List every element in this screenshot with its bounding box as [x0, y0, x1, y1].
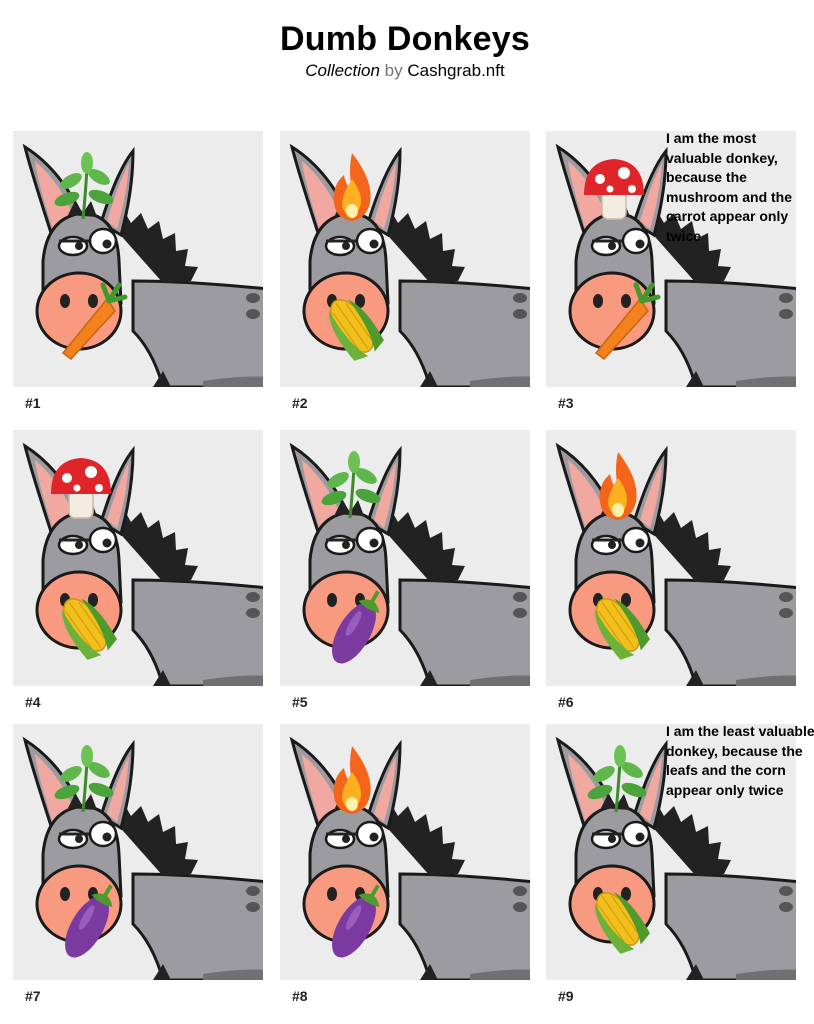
- leaf-icon: [321, 451, 381, 519]
- corn-icon: [594, 892, 650, 954]
- donkey-body: [641, 508, 796, 686]
- donkey-card-2[interactable]: [280, 131, 530, 387]
- donkey-body: [641, 209, 796, 387]
- fire-icon: [599, 452, 637, 520]
- carrot-icon: [594, 282, 661, 361]
- carrot-icon: [61, 282, 128, 361]
- donkey-body: [375, 508, 530, 686]
- fire-icon: [333, 153, 371, 221]
- donkey-body: [108, 508, 263, 686]
- right-eye: [621, 526, 651, 554]
- donkey-label: #3: [558, 395, 574, 411]
- donkey-card-4[interactable]: [13, 430, 263, 686]
- donkey-illustration: [22, 143, 263, 387]
- corn-icon: [61, 598, 117, 660]
- donkey-illustration: [22, 736, 263, 980]
- donkey-illustration: [289, 736, 530, 980]
- mushroom-icon: [51, 458, 111, 519]
- by-word: by: [384, 61, 403, 80]
- donkey-card-7[interactable]: [13, 724, 263, 980]
- donkey-body: [108, 209, 263, 387]
- donkey-card-3[interactable]: [546, 131, 796, 387]
- donkey-body: [641, 802, 796, 980]
- right-eye: [88, 227, 118, 255]
- creator-name: Cashgrab.nft: [407, 61, 505, 80]
- donkey-card-1[interactable]: [13, 131, 263, 387]
- donkey-illustration: [289, 143, 530, 387]
- donkey-body: [375, 209, 530, 387]
- right-eye: [355, 820, 385, 848]
- leaf-icon: [587, 745, 647, 813]
- right-eye: [88, 526, 118, 554]
- donkey-illustration: [289, 442, 530, 686]
- fire-icon: [333, 746, 371, 814]
- donkey-label: #7: [25, 988, 41, 1004]
- mushroom-icon: [584, 159, 644, 220]
- donkey-label: #6: [558, 694, 574, 710]
- collection-subtitle: Collection by Cashgrab.nft: [0, 61, 810, 81]
- leaf-icon: [54, 745, 114, 813]
- eggplant-icon: [65, 884, 113, 958]
- right-eye: [621, 820, 651, 848]
- donkey-label: #4: [25, 694, 41, 710]
- donkey-label: #9: [558, 988, 574, 1004]
- donkey-label: #8: [292, 988, 308, 1004]
- donkey-illustration: [555, 143, 796, 387]
- donkey-card-8[interactable]: [280, 724, 530, 980]
- collection-title: Dumb Donkeys: [280, 20, 530, 58]
- collection-word: Collection: [305, 61, 380, 80]
- donkey-label: #2: [292, 395, 308, 411]
- donkey-note: I am the most valuable donkey, because t…: [666, 130, 793, 244]
- eggplant-icon: [332, 590, 380, 664]
- donkey-card-6[interactable]: [546, 430, 796, 686]
- corn-icon: [594, 598, 650, 660]
- donkey-note: I am the least valuable donkey, because …: [666, 723, 814, 798]
- corn-icon: [328, 299, 384, 361]
- leaf-icon: [54, 152, 114, 220]
- eggplant-icon: [332, 884, 380, 958]
- donkey-label: #5: [292, 694, 308, 710]
- right-eye: [355, 526, 385, 554]
- right-eye: [355, 227, 385, 255]
- right-eye: [88, 820, 118, 848]
- donkey-illustration: [555, 442, 796, 686]
- donkey-body: [375, 802, 530, 980]
- donkey-illustration: [555, 736, 796, 980]
- donkey-label: #1: [25, 395, 41, 411]
- donkey-card-5[interactable]: [280, 430, 530, 686]
- right-eye: [621, 227, 651, 255]
- donkey-card-9[interactable]: [546, 724, 796, 980]
- donkey-illustration: [22, 442, 263, 686]
- donkey-body: [108, 802, 263, 980]
